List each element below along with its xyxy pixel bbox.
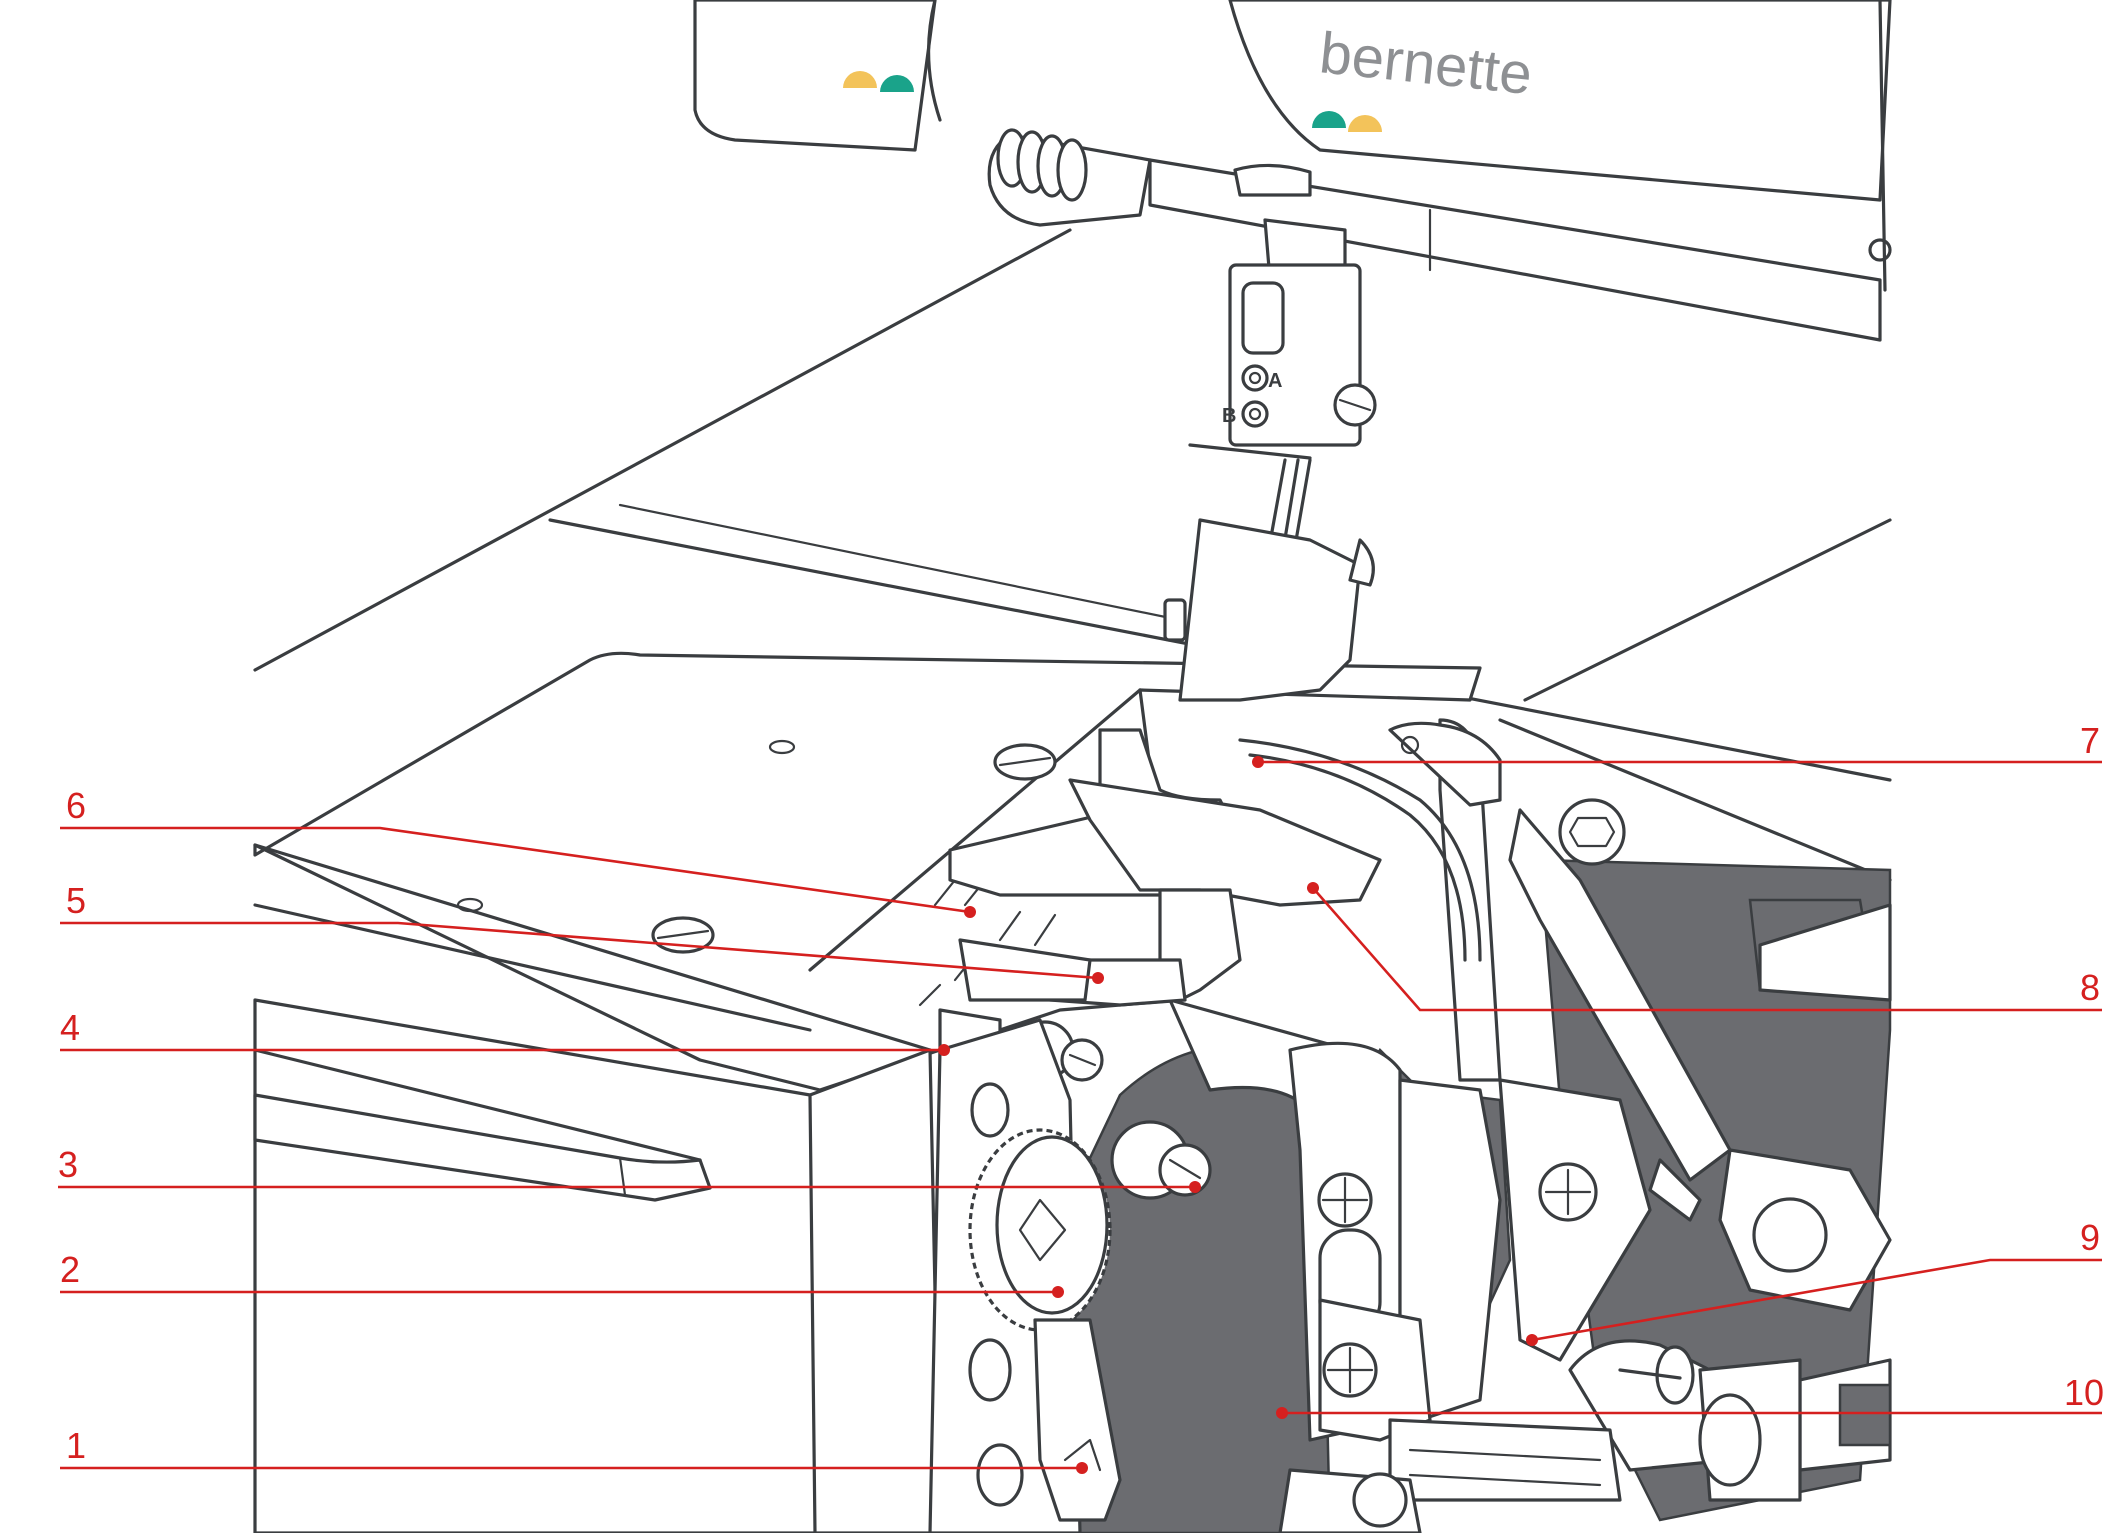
callout-6: 6 xyxy=(60,785,976,918)
looper-threader xyxy=(1238,721,1732,1222)
brand-dot-green xyxy=(880,75,914,92)
thread-guide-bar xyxy=(987,128,1882,342)
callouts: 1 2 3 4 5 6 xyxy=(58,720,2104,1474)
feed-dog-area xyxy=(1278,1298,1622,1535)
brand-dot-yellow xyxy=(843,71,877,88)
callout-4: 4 xyxy=(60,1007,950,1056)
differential-lever[interactable] xyxy=(1033,1318,1122,1522)
needle-mark-a: A xyxy=(1268,370,1282,392)
callout-8-label: 8 xyxy=(2080,967,2100,1008)
adjustment-knob[interactable] xyxy=(1110,1120,1212,1200)
lower-looper-mechanism xyxy=(1498,1078,1892,1502)
callout-2: 2 xyxy=(60,1249,1064,1298)
callout-1-label: 1 xyxy=(66,1425,86,1466)
presser-foot xyxy=(938,518,1382,1082)
callout-9: 9 xyxy=(1526,1217,2102,1346)
brand-dot-green-2 xyxy=(1312,111,1346,128)
callout-5: 5 xyxy=(60,880,1104,984)
cutting-width-dial[interactable] xyxy=(968,1128,1112,1332)
plate-screw-top xyxy=(993,743,1057,781)
callout-3: 3 xyxy=(58,1144,1201,1193)
callout-3-label: 3 xyxy=(58,1144,78,1185)
callout-1: 1 xyxy=(60,1425,1088,1474)
callout-7-label: 7 xyxy=(2080,720,2100,761)
needle-clamp-marks: A B xyxy=(1222,364,1282,428)
tension-spring xyxy=(996,128,1088,202)
callout-9-label: 9 xyxy=(2080,1217,2100,1258)
brand-dots xyxy=(843,71,1382,132)
needle-mark-b: B xyxy=(1222,405,1236,427)
callout-6-label: 6 xyxy=(66,785,86,826)
hex-screw xyxy=(1558,798,1626,866)
front-cover xyxy=(253,998,942,1535)
callout-2-label: 2 xyxy=(60,1249,80,1290)
callout-10-label: 10 xyxy=(2064,1372,2104,1413)
callout-5-label: 5 xyxy=(66,880,86,921)
callout-7: 7 xyxy=(1252,720,2102,768)
stitch-width-dial-area xyxy=(928,1018,1212,1535)
upper-knife-assembly xyxy=(1168,718,1502,1442)
brand-dot-yellow-2 xyxy=(1348,115,1382,132)
callout-10: 10 xyxy=(1276,1372,2104,1419)
callout-8: 8 xyxy=(1307,882,2102,1012)
right-side-panels xyxy=(1758,903,1892,1472)
machine-head-cover xyxy=(693,0,1892,292)
callout-4-label: 4 xyxy=(60,1007,80,1048)
